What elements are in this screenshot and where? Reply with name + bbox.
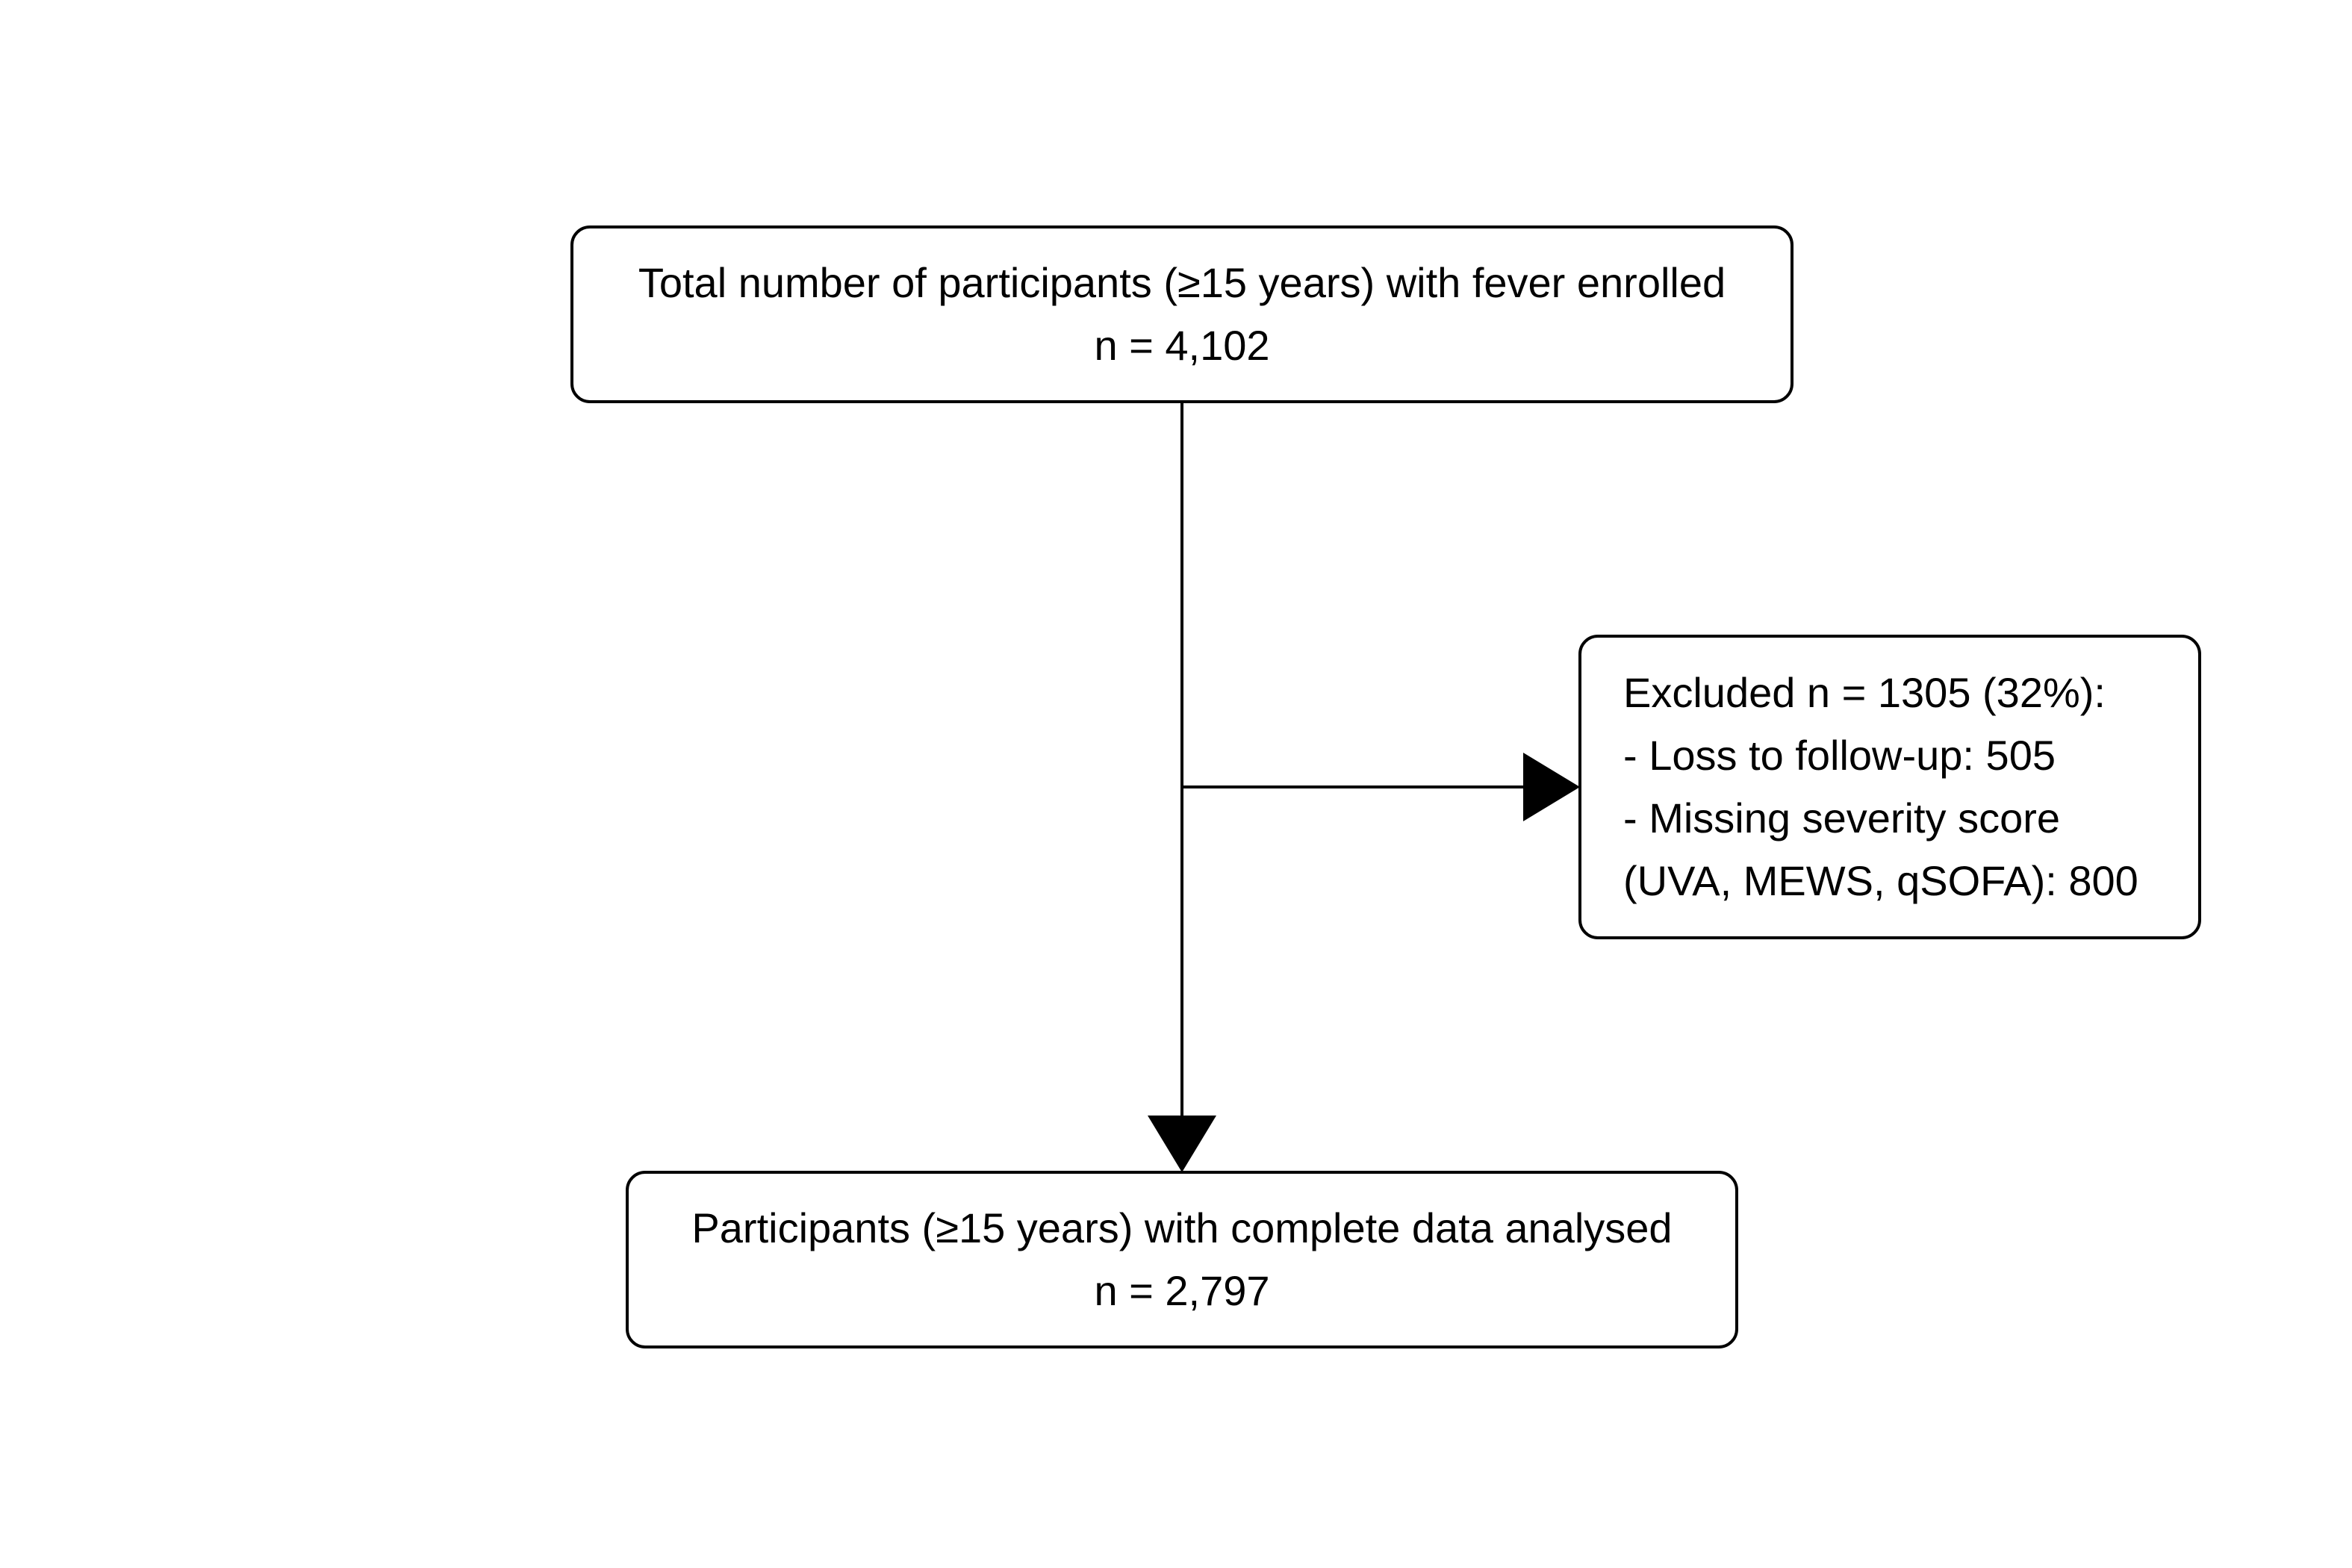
- excluded-box: Excluded n = 1305 (32%): - Loss to follo…: [1578, 635, 2201, 939]
- excluded-reason-missing-score-detail: (UVA, MEWS, qSOFA): 800: [1623, 857, 2138, 904]
- excluded-reason-missing-score: - Missing severity score: [1623, 794, 2061, 841]
- arrowhead-right-icon: [1523, 753, 1580, 821]
- analysed-box: Participants (≥15 years) with complete d…: [626, 1171, 1738, 1348]
- excluded-label: Excluded n = 1305 (32%):: [1623, 669, 2106, 716]
- excluded-reason-loss-to-follow-up: - Loss to follow-up: 505: [1623, 732, 2056, 779]
- enrolled-label: Total number of participants (≥15 years)…: [638, 259, 1726, 306]
- enrolled-box: Total number of participants (≥15 years)…: [570, 225, 1793, 403]
- analysed-label: Participants (≥15 years) with complete d…: [691, 1204, 1673, 1251]
- analysed-count: n = 2,797: [1094, 1267, 1270, 1314]
- arrowhead-down-icon: [1148, 1116, 1216, 1172]
- enrolled-count: n = 4,102: [1094, 322, 1270, 369]
